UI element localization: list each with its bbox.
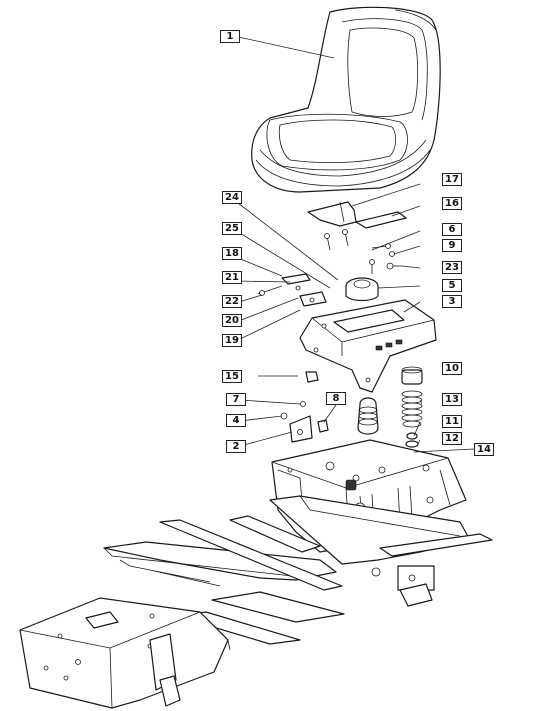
callout-14: 14 [474, 443, 494, 456]
callout-7: 7 [226, 393, 246, 406]
callout-8: 8 [326, 392, 346, 405]
leader-lines [233, 35, 475, 453]
seat-switch [345, 277, 379, 302]
callout-13: 13 [442, 393, 462, 406]
rear-bracket [280, 401, 329, 443]
callout-24: 24 [222, 191, 242, 204]
front-frame [19, 597, 231, 709]
callout-1: 1 [220, 30, 240, 43]
callout-18: 18 [222, 247, 242, 260]
seat [251, 6, 441, 193]
callout-23: 23 [442, 261, 462, 274]
bolt-15 [258, 371, 319, 383]
bolts [324, 229, 402, 274]
callout-19: 19 [222, 334, 242, 347]
callout-16: 16 [442, 197, 462, 210]
seat-linkage [257, 273, 327, 307]
callout-25: 25 [222, 222, 242, 235]
callout-22: 22 [222, 295, 242, 308]
seat-brackets [307, 201, 407, 229]
callout-20: 20 [222, 314, 242, 327]
callout-6: 6 [442, 223, 462, 236]
callout-10: 10 [442, 362, 462, 375]
callout-4: 4 [226, 414, 246, 427]
callout-12: 12 [442, 432, 462, 445]
callout-3: 3 [442, 295, 462, 308]
callout-11: 11 [442, 415, 462, 428]
callout-5: 5 [442, 279, 462, 292]
seat-pan [299, 299, 437, 393]
callout-9: 9 [442, 239, 462, 252]
callout-2: 2 [226, 440, 246, 453]
callout-15: 15 [222, 370, 242, 383]
frame-rails [103, 495, 493, 645]
callout-21: 21 [222, 271, 242, 284]
callout-17: 17 [442, 173, 462, 186]
